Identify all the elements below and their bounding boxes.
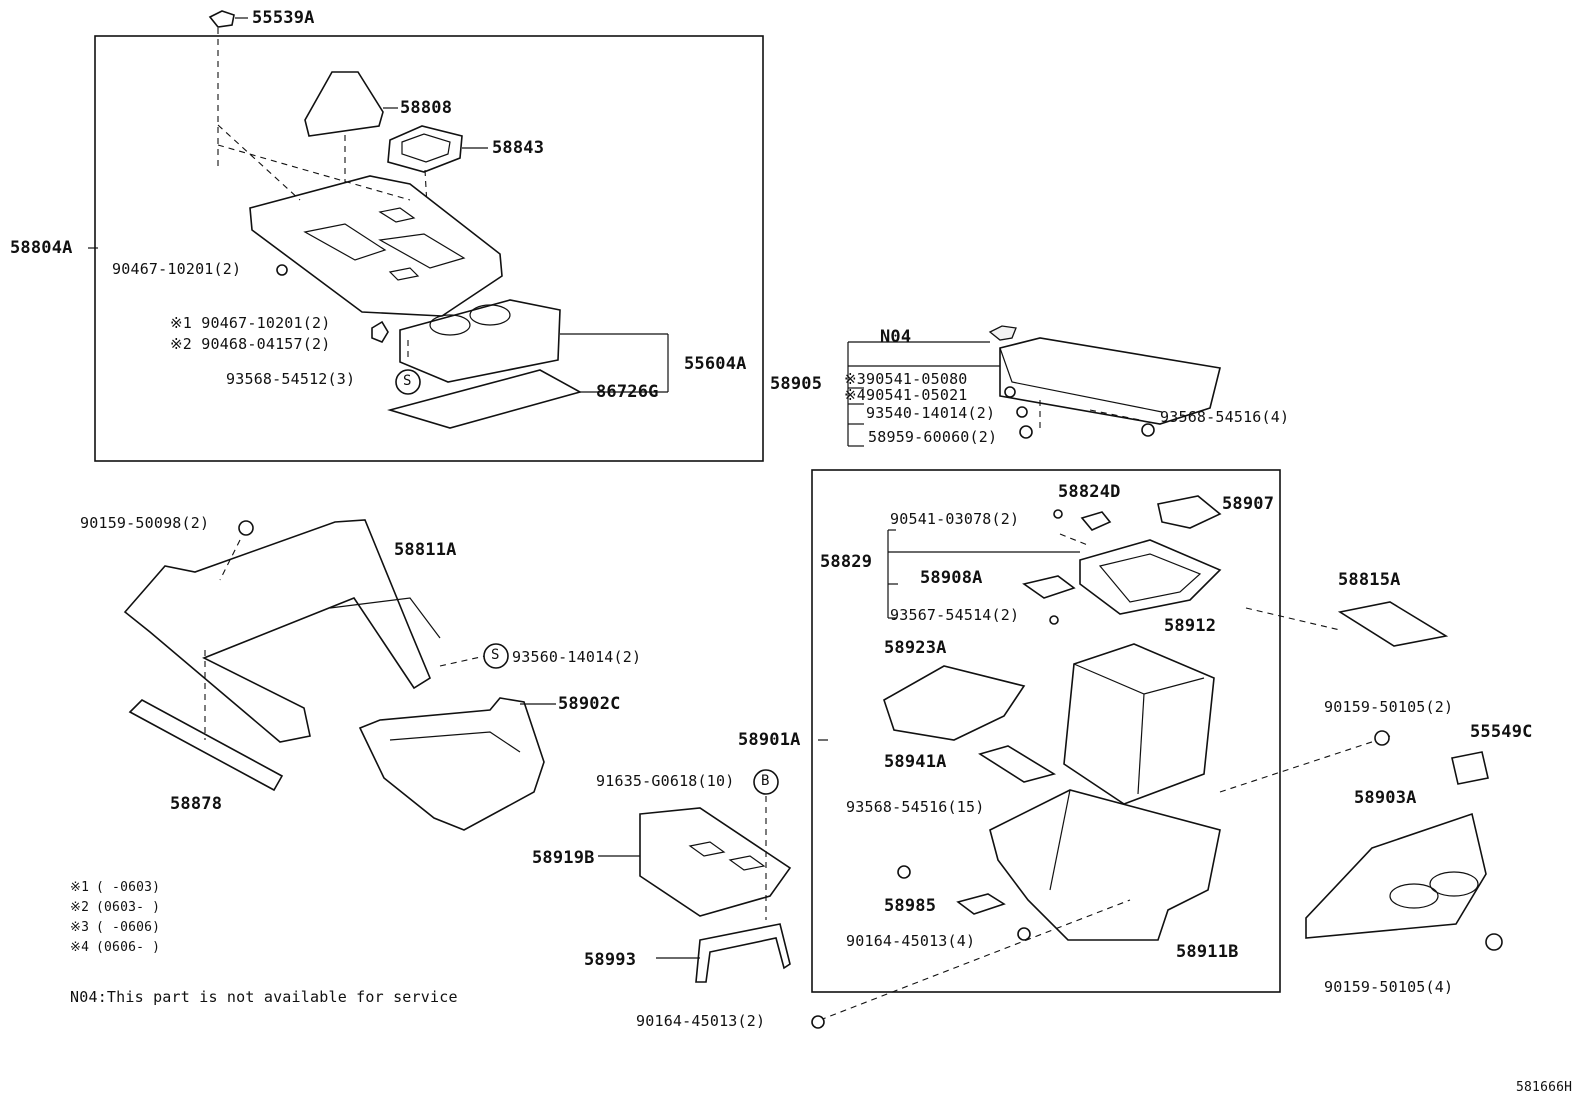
part-58912 — [1063, 643, 1215, 805]
label-58902C: 58902C — [558, 694, 621, 714]
label-90159-50098: 90159-50098(2) — [80, 514, 210, 532]
label-58905: 58905 — [770, 374, 823, 394]
label-58903A: 58903A — [1354, 788, 1417, 808]
part-58993 — [656, 923, 791, 983]
label-55539A: 55539A — [252, 8, 315, 28]
label-58985: 58985 — [884, 896, 937, 916]
symbol-s-2: S — [491, 647, 500, 663]
part-58905 — [847, 325, 1221, 447]
label-55549C: 55549C — [1470, 722, 1533, 742]
symbol-s-circle-2 — [483, 643, 509, 669]
part-58804A — [217, 124, 503, 317]
note-range-3: ( -0606) — [96, 920, 161, 935]
note-range-2: (0603- ) — [96, 900, 161, 915]
label-90159-50105-a: 90159-50105(2) — [1324, 698, 1454, 716]
part-58878 — [128, 650, 284, 792]
label-90159-50105-b: 90159-50105(4) — [1324, 978, 1454, 996]
label-58912: 58912 — [1164, 616, 1217, 636]
symbol-b: B — [761, 773, 770, 789]
note-mark-4: ※4 — [70, 940, 90, 955]
label-58941A: 58941A — [884, 752, 947, 772]
part-58907 — [1157, 495, 1222, 529]
label-58993: 58993 — [584, 950, 637, 970]
label-58811A: 58811A — [394, 540, 457, 560]
label-58911B: 58911B — [1176, 942, 1239, 962]
label-58919B: 58919B — [532, 848, 595, 868]
diagram-code: 581666H — [1516, 1080, 1573, 1095]
label-58878: 58878 — [170, 794, 223, 814]
note-range-1: ( -0603) — [96, 880, 161, 895]
part-58824D — [1080, 511, 1112, 531]
symbol-b-circle — [753, 769, 779, 795]
label-93567-54514: 93567-54514(2) — [890, 606, 1020, 624]
label-90467-10201-a: 90467-10201(2) — [112, 260, 242, 278]
label-90468-04157: ※2 90468-04157(2) — [170, 335, 331, 353]
symbol-s-1: S — [403, 373, 412, 389]
part-55604A — [399, 299, 669, 392]
label-58824D: 58824D — [1058, 482, 1121, 502]
note-mark-3: ※3 — [70, 920, 90, 935]
label-58907: 58907 — [1222, 494, 1275, 514]
part-58902C — [358, 697, 556, 831]
label-93560-14014: 93560-14014(2) — [512, 648, 642, 666]
part-58811A — [123, 519, 441, 743]
label-90164-45013-b: 90164-45013(2) — [636, 1012, 766, 1030]
label-93568-54516-b: 93568-54516(15) — [846, 798, 985, 816]
label-93568-54512: 93568-54512(3) — [226, 370, 356, 388]
part-58919B — [598, 796, 792, 920]
label-90541-05080: ※390541-05080 — [844, 370, 968, 388]
part-58829 — [887, 529, 1222, 619]
footnote-n04: N04:This part is not available for servi… — [70, 988, 458, 1006]
note-range-4: (0606- ) — [96, 940, 161, 955]
label-58908A: 58908A — [920, 568, 983, 588]
symbol-s-circle-1 — [395, 369, 421, 395]
note-mark-2: ※2 — [70, 900, 90, 915]
part-58985 — [956, 893, 1006, 915]
label-58901A: 58901A — [738, 730, 801, 750]
label-N04: N04 — [880, 327, 912, 347]
label-86726G: 86726G — [596, 382, 659, 402]
label-58923A: 58923A — [884, 638, 947, 658]
label-58808: 58808 — [400, 98, 453, 118]
part-55539A — [208, 10, 235, 170]
label-90164-45013-a: 90164-45013(4) — [846, 932, 976, 950]
label-90467-10201-b: ※1 90467-10201(2) — [170, 314, 331, 332]
label-58843: 58843 — [492, 138, 545, 158]
label-90541-05021: ※490541-05021 — [844, 386, 968, 404]
label-91635-G0618: 91635-G0618(10) — [596, 772, 735, 790]
part-58903A — [1305, 812, 1487, 939]
label-58829: 58829 — [820, 552, 873, 572]
label-58959-60060: 58959-60060(2) — [868, 428, 998, 446]
label-93568-54516-a: 93568-54516(4) — [1160, 408, 1290, 426]
label-90541-03078: 90541-03078(2) — [890, 510, 1020, 528]
part-58908A — [1022, 575, 1076, 599]
console-box-frame — [811, 469, 1281, 993]
part-55549C — [1451, 751, 1489, 785]
label-58804A: 58804A — [10, 238, 73, 258]
label-58815A: 58815A — [1338, 570, 1401, 590]
part-58911B — [989, 789, 1221, 941]
part-58941A — [978, 745, 1057, 783]
part-58815A — [1337, 601, 1449, 647]
label-93540-14014: 93540-14014(2) — [866, 404, 996, 422]
part-58923A — [883, 665, 1026, 741]
part-86726G — [387, 369, 668, 429]
note-mark-1: ※1 — [70, 880, 90, 895]
label-55604A: 55604A — [684, 354, 747, 374]
